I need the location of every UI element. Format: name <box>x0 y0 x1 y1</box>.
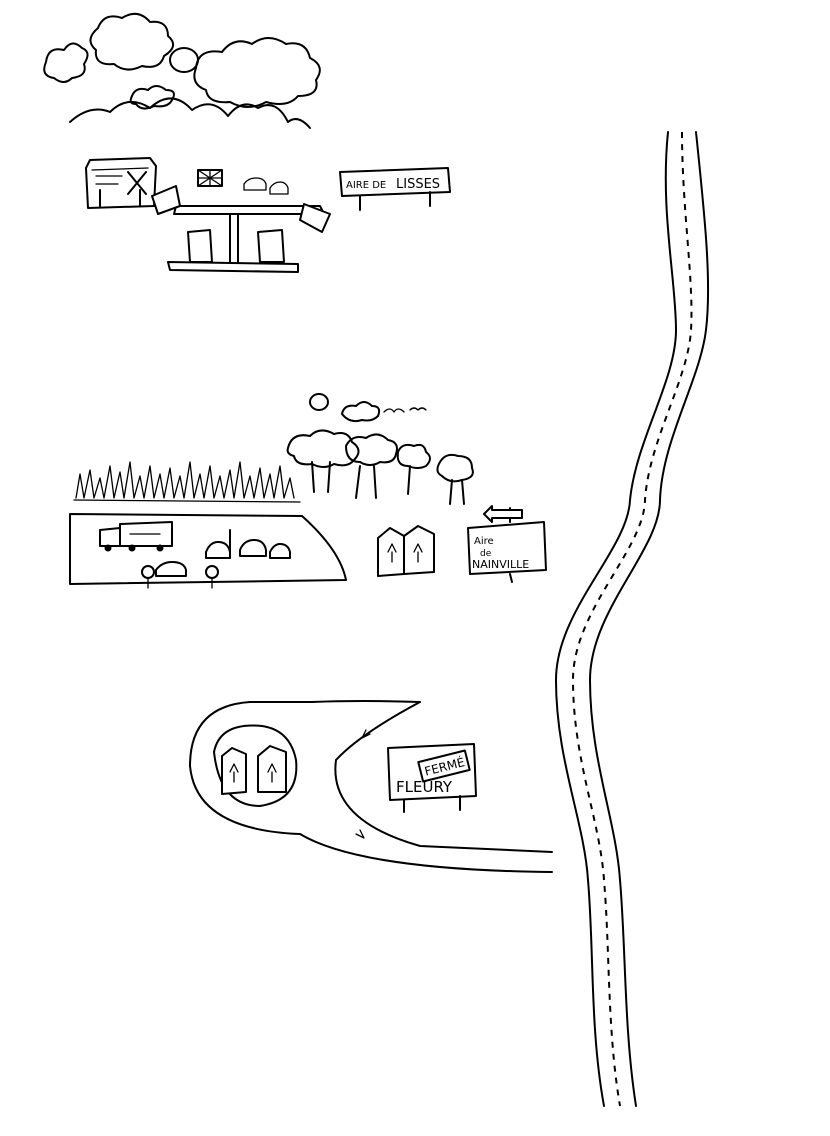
car-icon <box>269 543 291 559</box>
sign-nainville-line2: de <box>480 549 492 559</box>
fuel-pump-icon <box>257 229 285 263</box>
car-icon <box>269 181 289 195</box>
arrow-icon <box>361 729 371 739</box>
grass-icon <box>75 461 295 499</box>
cloud-icon <box>341 401 381 423</box>
truck-icon <box>99 527 121 547</box>
car-icon <box>243 177 267 191</box>
sign-nainville: Aire de NAINVILLE <box>467 505 547 583</box>
tree-icon <box>286 429 360 493</box>
restaurant-icon <box>127 171 147 195</box>
road-centerline <box>571 131 693 1107</box>
toilet-icon <box>377 527 405 577</box>
flag-icon <box>151 185 181 215</box>
arrow-icon <box>355 829 365 839</box>
sign-fleury: FLEURY FERMÉ <box>387 743 477 813</box>
arrow-icon <box>483 505 523 523</box>
sign-fleury-name: FLEURY <box>396 778 453 796</box>
cloud-icon <box>129 85 175 110</box>
toilet-icon <box>257 745 287 793</box>
flag-icon <box>299 203 331 233</box>
parking-icon <box>205 565 219 589</box>
parking-lot <box>69 513 347 589</box>
sign-lisses-line1: AIRE DE <box>346 180 386 191</box>
car-icon <box>239 539 267 557</box>
tree-group <box>286 429 474 505</box>
bird-icon <box>383 407 427 413</box>
toilet-icon <box>221 747 247 795</box>
clouds-top <box>43 12 321 110</box>
sign-lisses-line2: LISSES <box>396 177 440 192</box>
sun-icon <box>169 47 199 73</box>
cloud-icon <box>43 42 89 83</box>
sign-nainville-line1: Aire <box>474 536 494 547</box>
cloud-icon <box>193 37 321 108</box>
restaurant-building <box>85 157 157 209</box>
road-edge <box>589 131 710 1107</box>
road-icon <box>555 131 677 1107</box>
car-icon <box>205 541 231 559</box>
fuel-station <box>151 169 331 273</box>
parking-icon <box>141 565 155 589</box>
car-icon <box>155 561 187 577</box>
mountain-icon <box>69 97 311 129</box>
toilet-block-closed <box>221 745 287 795</box>
tree-icon <box>345 433 398 499</box>
highway <box>555 131 710 1107</box>
toilet-block <box>377 525 435 577</box>
tree-icon <box>436 453 474 505</box>
sign-nainville-line3: NAINVILLE <box>472 558 529 571</box>
cloud-icon <box>89 12 175 71</box>
toilet-icon <box>403 525 435 575</box>
tree-icon <box>396 443 431 495</box>
sign-lisses: AIRE DE LISSES <box>339 167 451 211</box>
fuel-pump-icon <box>187 229 213 263</box>
fleury-exit-loop <box>189 700 553 873</box>
sun-icon <box>309 393 329 411</box>
